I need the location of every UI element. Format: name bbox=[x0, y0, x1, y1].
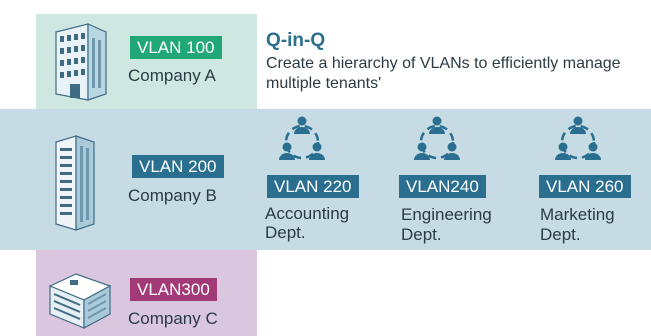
marketing-vlan-badge: VLAN 260 bbox=[539, 175, 631, 198]
company-a-label: Company A bbox=[128, 66, 216, 85]
company-a-vlan-badge: VLAN 100 bbox=[130, 36, 222, 59]
company-b-label: Company B bbox=[128, 186, 217, 205]
team-group-icon bbox=[555, 116, 601, 160]
engineering-vlan-badge: VLAN240 bbox=[399, 175, 486, 198]
accounting-vlan-badge: VLAN 220 bbox=[267, 175, 359, 198]
office-block-icon bbox=[48, 273, 112, 330]
company-c-vlan-badge: VLAN300 bbox=[130, 278, 217, 301]
marketing-dept-suffix: Dept. bbox=[540, 225, 581, 244]
company-b-vlan-badge: VLAN 200 bbox=[132, 155, 224, 178]
team-group-icon bbox=[414, 116, 460, 160]
company-c-label: Company C bbox=[128, 309, 218, 328]
office-building-icon bbox=[55, 23, 107, 101]
team-group-icon bbox=[279, 116, 325, 160]
office-tower-icon bbox=[55, 135, 95, 231]
page-description: Create a hierarchy of VLANs to efficient… bbox=[266, 55, 621, 92]
engineering-dept-label: Engineering bbox=[401, 205, 492, 224]
engineering-dept-suffix: Dept. bbox=[401, 225, 442, 244]
marketing-dept-label: Marketing bbox=[540, 205, 615, 224]
accounting-dept-suffix: Dept. bbox=[265, 223, 306, 242]
page-title: Q-in-Q bbox=[266, 30, 326, 51]
accounting-dept-label: Accounting bbox=[265, 204, 350, 223]
